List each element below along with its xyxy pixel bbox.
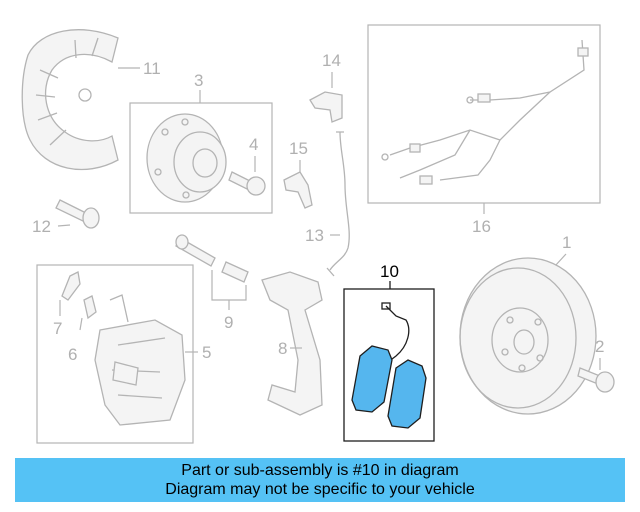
part-2-rotor-screw[interactable]: 2 [577, 337, 615, 393]
callout-9: 9 [224, 313, 233, 332]
caliper-box [36, 264, 194, 444]
callout-8: 8 [278, 339, 287, 358]
callout-4: 4 [249, 135, 258, 154]
part-4-hub-bolt[interactable]: 4 [228, 135, 266, 196]
callout-6: 6 [68, 345, 77, 364]
callout-5: 5 [202, 343, 211, 362]
callout-7: 7 [53, 319, 62, 338]
part-9-guide-pin[interactable]: 9 [175, 234, 249, 332]
callout-3: 3 [194, 71, 203, 90]
wear-sensor-wire [385, 305, 410, 363]
part-10-brake-pads[interactable]: 10 [343, 262, 435, 442]
hub-assembly-box [129, 102, 273, 214]
callout-16: 16 [472, 217, 491, 236]
callout-15: 15 [289, 139, 308, 158]
info-banner: Part or sub-assembly is #10 in diagram D… [15, 458, 625, 502]
callout-10: 10 [380, 262, 399, 281]
part-5-caliper[interactable]: 5 [36, 264, 211, 444]
parts-diagram: 11 12 3 4 14 15 [21, 24, 615, 444]
inner-brake-pad [351, 345, 393, 413]
part-6-cap[interactable]: 6 [68, 295, 97, 364]
callout-14: 14 [322, 51, 341, 70]
part-16-wiring-harness[interactable]: 16 [367, 24, 601, 236]
callout-1: 1 [562, 233, 571, 252]
callout-11: 11 [143, 59, 161, 78]
part-3-wheel-hub[interactable]: 3 [129, 71, 273, 214]
banner-line-2: Diagram may not be specific to your vehi… [165, 481, 475, 498]
brake-pad-box [343, 288, 435, 442]
part-14-clip[interactable]: 14 [309, 51, 343, 123]
callout-13: 13 [305, 226, 324, 245]
callout-12: 12 [32, 217, 51, 236]
callout-2: 2 [595, 337, 604, 356]
part-15-sensor[interactable]: 15 [283, 139, 313, 209]
part-7-bleeder[interactable]: 7 [53, 271, 81, 338]
part-8-caliper-bracket[interactable]: 8 [261, 271, 323, 416]
part-13-brake-hose[interactable]: 13 [305, 131, 350, 277]
banner-line-1: Part or sub-assembly is #10 in diagram [181, 462, 459, 479]
part-11-dust-shield[interactable]: 11 [21, 29, 161, 171]
outer-brake-pad [387, 359, 427, 429]
part-1-brake-rotor[interactable]: 1 [459, 233, 597, 415]
part-12-bolt[interactable]: 12 [32, 199, 100, 236]
